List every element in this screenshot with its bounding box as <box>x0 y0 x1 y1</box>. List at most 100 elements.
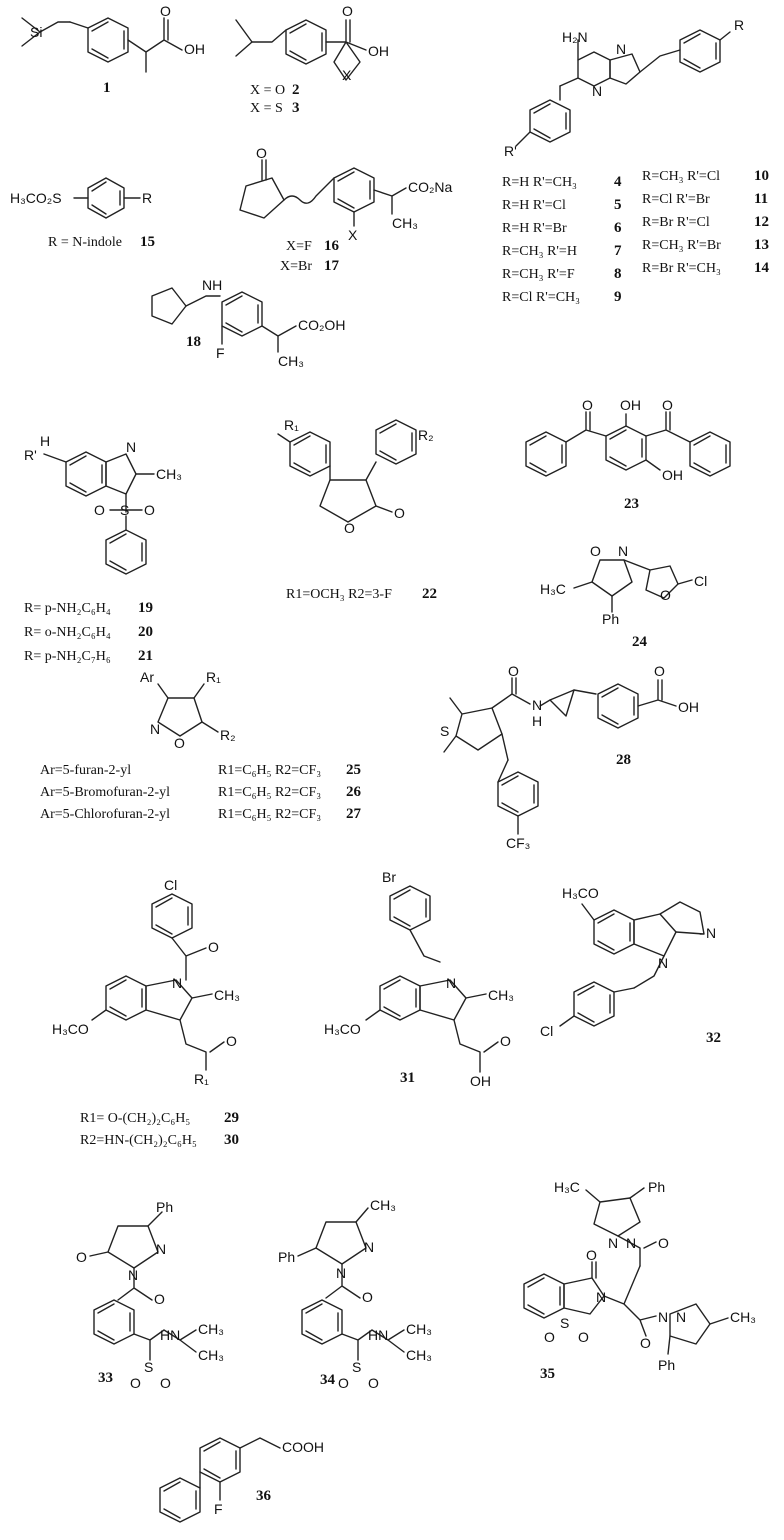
compound-number-18: 18 <box>186 334 201 350</box>
compound-number-2: 2 <box>292 82 300 98</box>
n-label: N <box>706 925 716 941</box>
compound-number-16: 16 <box>324 238 340 254</box>
ch3-label: CH₃ <box>278 353 304 369</box>
nh-label: NH <box>202 277 222 293</box>
o-label: O <box>660 587 671 603</box>
r-prime-label: R' <box>504 143 517 159</box>
n-label: N <box>596 1289 606 1305</box>
o-label: O <box>154 1291 165 1307</box>
ch3-label: CH₃ <box>730 1309 756 1325</box>
r1-label: R₁ <box>206 669 221 685</box>
o-label: O <box>226 1033 237 1049</box>
compound-4-14-structure: H₂N N N R R' R=H R'=CH₃ 4 R=H R'=Cl 5 R=… <box>502 17 770 305</box>
h3c-label: H₃C <box>554 1179 580 1195</box>
variant-text: R=CH₃ R'=Br <box>642 238 721 253</box>
hn-label: HN <box>368 1327 388 1343</box>
compound-number-15: 15 <box>140 234 155 250</box>
variant-text: R=Cl R'=Br <box>642 192 710 207</box>
ar-label: Ar <box>140 669 154 685</box>
n-label: N <box>658 1309 668 1325</box>
o-label: O <box>208 939 219 955</box>
compound-25-27-structure: Ar R₁ N O R₂ Ar=5-furan-2-yl R1=C₆H₅ R2=… <box>40 669 362 822</box>
compound-number-11: 11 <box>754 191 768 207</box>
oh-label: OH <box>678 699 699 715</box>
compound-number-27: 27 <box>346 806 362 822</box>
o-label: O <box>500 1033 511 1049</box>
ph-label: Ph <box>658 1357 675 1373</box>
variant-text: R=H R'=CH₃ <box>502 175 577 190</box>
o-label: O <box>586 1247 597 1263</box>
n-label: N <box>172 975 182 991</box>
n-label: N <box>532 697 542 713</box>
o-label: O <box>578 1329 589 1345</box>
ar-definition: Ar=5-Bromofuran-2-yl <box>40 785 170 800</box>
compound-number-4: 4 <box>614 174 622 190</box>
ch3-label: CH₃ <box>156 466 182 482</box>
x-br-text: X=Br <box>280 259 312 274</box>
cl-label: Cl <box>164 877 177 893</box>
compound-29-30-structure: Cl O N CH₃ H₃CO O R₁ R1= O-(CH₂)₂C₆H₅ 29… <box>52 877 240 1148</box>
f-label: F <box>214 1501 223 1517</box>
r-definition: R2=HN-(CH₂)₂C₆H₅ <box>80 1133 197 1148</box>
h3co-label: H₃CO <box>52 1021 89 1037</box>
o-label: O <box>342 3 353 19</box>
compound-36-structure: COOH F 36 <box>159 1437 324 1523</box>
compound-33-structure: Ph O N N O HN CH₃ CH₃ S O O 33 <box>76 1199 224 1391</box>
x-f-text: X=F <box>286 239 312 254</box>
r-definition: R= p-NH₂C₆H₄ <box>24 601 111 616</box>
x-label: X <box>348 227 358 243</box>
compound-number-17: 17 <box>324 258 340 274</box>
h3c-label: H₃C <box>540 581 566 597</box>
compound-number-22: 22 <box>422 586 437 602</box>
ph-label: Ph <box>602 611 619 627</box>
r-definition: R = N-indole <box>48 235 122 250</box>
compound-number-32: 32 <box>706 1030 721 1046</box>
o-label: O <box>130 1375 141 1391</box>
o-label: O <box>508 663 519 679</box>
compound-number-33: 33 <box>98 1370 113 1386</box>
compound-2-3-structure: OH O X X = O 2 X = S 3 <box>235 3 389 116</box>
n-label: N <box>676 1309 686 1325</box>
s-label: S <box>352 1359 361 1375</box>
variant-text: R=CH₃ R'=F <box>502 267 575 282</box>
variant-text: R=Cl R'=CH₃ <box>502 290 580 305</box>
ch3-label: CH₃ <box>406 1347 432 1363</box>
o-label: O <box>582 397 593 413</box>
compound-34-structure: CH₃ Ph N N O HN CH₃ CH₃ S O O 34 <box>278 1197 432 1391</box>
h3co-label: H₃CO <box>562 885 599 901</box>
n-label: N <box>156 1241 166 1257</box>
s-label: S <box>560 1315 569 1331</box>
o-label: O <box>654 663 665 679</box>
n-label: N <box>126 439 136 455</box>
variant-text: R=CH₃ R'=H <box>502 244 577 259</box>
r-label: R <box>142 190 152 206</box>
compound-23-structure: O O OH OH 23 <box>525 397 731 512</box>
o-label: O <box>640 1335 651 1351</box>
o-label: O <box>362 1289 373 1305</box>
o-label: O <box>76 1249 87 1265</box>
oh-label: OH <box>470 1073 491 1089</box>
o-label: O <box>256 145 267 161</box>
r-definition: R1=C₆H₅ R2=CF₃ <box>218 807 321 822</box>
compound-number-19: 19 <box>138 600 153 616</box>
compound-number-28: 28 <box>616 752 631 768</box>
oh-label: OH <box>620 397 641 413</box>
h-label: H <box>532 713 542 729</box>
compound-number-26: 26 <box>346 784 362 800</box>
compound-number-34: 34 <box>320 1372 336 1388</box>
h3co2s-label: H₃CO₂S <box>10 190 62 206</box>
ph-label: Ph <box>648 1179 665 1195</box>
n-label: N <box>626 1235 636 1251</box>
n-label: N <box>150 721 160 737</box>
o-label: O <box>144 502 155 518</box>
r-definition: R= o-NH₂C₆H₄ <box>24 625 111 640</box>
compound-number-9: 9 <box>614 289 622 305</box>
o-label: O <box>174 735 185 751</box>
compound-number-5: 5 <box>614 197 622 213</box>
variant-text: R=H R'=Cl <box>502 198 566 213</box>
ch3-label: CH₃ <box>488 987 514 1003</box>
compound-31-structure: Br N CH₃ H₃CO O OH 31 <box>324 869 514 1089</box>
compound-18-structure: NH CO₂OH CH₃ F 18 <box>151 277 345 369</box>
compound-number-25: 25 <box>346 762 361 778</box>
o-label: O <box>394 505 405 521</box>
